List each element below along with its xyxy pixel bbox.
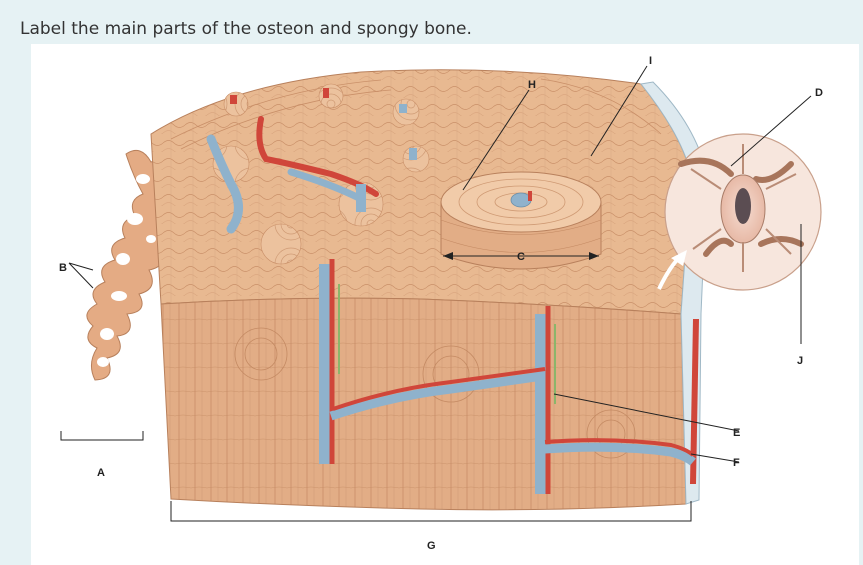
bone-diagram-figure: B A C D E F G H I J	[31, 44, 859, 565]
bone-diagram: B A C D E F G H I J	[59, 55, 823, 552]
compact-bone-block	[150, 69, 708, 511]
osteocyte-magnified-circle	[657, 133, 822, 291]
label-h: H	[528, 79, 536, 91]
diagram-labels: B A C D E F G H I J	[59, 55, 823, 552]
label-j: J	[797, 355, 803, 367]
question-text: Label the main parts of the osteon and s…	[20, 19, 472, 39]
label-f: F	[733, 457, 740, 469]
label-a: A	[97, 467, 105, 479]
label-i: I	[649, 55, 652, 67]
surface-vessels	[206, 88, 417, 234]
label-g: G	[427, 540, 436, 552]
label-b: B	[59, 262, 67, 274]
label-c: C	[517, 251, 525, 263]
leader-lines	[60, 65, 812, 522]
central-canal-vessels	[319, 259, 699, 494]
label-d: D	[815, 87, 823, 99]
perforating-canal-vessels	[329, 367, 696, 466]
osteon-cylinder	[440, 171, 602, 270]
label-e: E	[733, 427, 740, 439]
